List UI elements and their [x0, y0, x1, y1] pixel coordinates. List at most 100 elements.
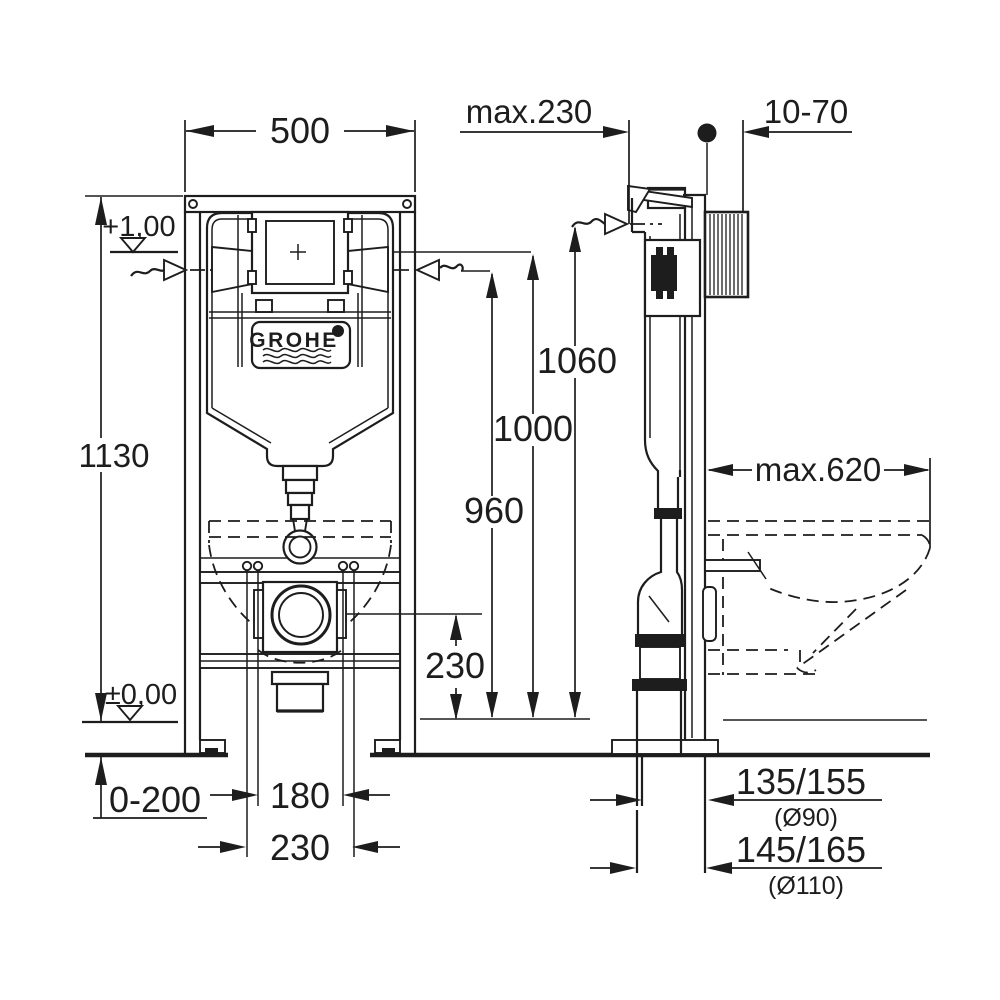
dim-line	[460, 120, 630, 224]
dim-line	[742, 120, 852, 212]
frame-rail-left	[183, 212, 202, 753]
dim-max-depth-label: max.230	[466, 93, 593, 130]
level-triangle-icon	[118, 237, 148, 254]
dim-plate-center-height-label: 1000	[493, 408, 573, 449]
anchor-left	[205, 748, 218, 753]
drain-stub-body	[275, 682, 325, 713]
valve-tab	[667, 247, 674, 256]
flush-pipe-front	[281, 464, 319, 565]
plate-clip	[343, 270, 353, 285]
logo-wave-icon	[262, 347, 332, 353]
flush-plate-bracket-side	[627, 184, 693, 234]
logo-wave-icon	[262, 359, 332, 365]
level-triangle-icon	[115, 705, 145, 722]
bowl-dashed-back-side	[708, 539, 818, 675]
arrow-icon	[450, 614, 462, 640]
wall-hatch-lines	[709, 214, 743, 295]
dim-drain-offset-90-label: 135/155	[736, 761, 866, 802]
flush-pipe-seg	[286, 491, 314, 507]
dim-drain-height-label: 230	[425, 645, 485, 686]
rod-nut	[337, 560, 349, 572]
frame-hole-left	[188, 199, 198, 209]
dim-max-bowl-depth-label: max.620	[755, 451, 882, 488]
supply-squiggle-right	[439, 263, 464, 272]
arrow-icon	[352, 841, 378, 853]
arrow-icon	[904, 464, 930, 476]
logo-wave-icon	[262, 353, 332, 359]
arrow-icon	[569, 226, 581, 252]
arrow-icon	[569, 692, 581, 718]
brand-text: GROHE	[249, 329, 339, 352]
pipe-upper	[656, 477, 680, 508]
dim-bolt-spacing: 180	[210, 775, 390, 816]
drain-bracket-tab	[336, 589, 347, 639]
water-supply-symbol-side	[571, 212, 662, 236]
supply-dot-icon	[697, 123, 717, 143]
level-marker-upper: +1,00	[102, 211, 176, 254]
frame-hole-right	[402, 199, 412, 209]
dim-floor-buildup-label: 0-200	[109, 779, 201, 820]
dim-drain-offset-90: 135/155 (Ø90)	[590, 761, 882, 832]
elbow-outline	[636, 565, 684, 634]
wall-section	[703, 210, 750, 299]
bowl-dashed-outlet	[257, 649, 343, 664]
supply-point	[697, 123, 717, 195]
dim-drain-offset-110: 145/165 (Ø110)	[590, 829, 882, 900]
cistern-side	[643, 214, 702, 477]
bowl-dashed-top-side	[708, 520, 931, 549]
level-marker-zero: ±0,00	[105, 679, 177, 722]
arrow-icon	[527, 254, 539, 280]
arrow-icon	[95, 693, 107, 721]
arrow-icon	[343, 789, 369, 801]
foot-plate-side	[611, 739, 719, 755]
arrow-icon	[527, 692, 539, 718]
datum-lines	[82, 195, 930, 758]
dim-drain-height: 230	[425, 614, 485, 720]
flush-housing-lines	[237, 215, 363, 367]
arrow-icon	[707, 464, 733, 476]
pipe-below-floor	[635, 755, 707, 873]
frame-top-bar	[183, 194, 417, 214]
dim-bolt-spacing-label: 180	[270, 775, 330, 816]
wall-bracket-tab	[702, 586, 717, 642]
elbow-inner-line	[648, 595, 670, 623]
flush-bend-inner	[288, 535, 312, 559]
arrow-icon	[486, 272, 498, 298]
threaded-rods	[241, 560, 360, 857]
arrow-icon	[232, 789, 258, 801]
tank-clip-left	[255, 299, 273, 313]
flush-plate-front	[247, 210, 353, 295]
supply-arrow-icon	[414, 258, 440, 282]
drain-stub-flange	[270, 670, 330, 686]
rod-nut	[252, 560, 264, 572]
dim-fixing-spacing: 230	[198, 827, 400, 868]
dim-wall-thickness: 10-70	[742, 93, 852, 212]
arrow-icon	[220, 841, 246, 853]
rod-inner-pair	[257, 570, 344, 806]
arrow-icon	[706, 862, 732, 874]
rod-nut	[348, 560, 360, 572]
drain-front	[253, 580, 347, 713]
dim-frame-height: 1130	[79, 197, 149, 721]
dim-frame-top-height: 1060	[537, 226, 617, 718]
seal-band	[654, 508, 682, 519]
plate-clip	[247, 218, 257, 233]
arrow-icon	[603, 126, 629, 138]
seal-band	[632, 679, 687, 691]
mounting-rod-side	[704, 559, 761, 572]
flush-pipe-seg	[284, 478, 316, 495]
frame-rail-right	[398, 212, 417, 753]
plate-clip	[247, 270, 257, 285]
dim-frame-width-label: 500	[270, 110, 330, 151]
tank-clip-right	[327, 299, 345, 313]
dim-wall-thickness-label: 10-70	[764, 93, 848, 130]
pipe-mid	[659, 519, 679, 565]
arrow-icon	[743, 126, 769, 138]
rod-nut	[241, 560, 253, 572]
supply-squiggle-left	[130, 268, 165, 277]
flush-pipe-seg	[281, 464, 319, 482]
fill-valve-icon	[651, 255, 677, 291]
front-view: GROHE	[130, 194, 464, 857]
dim-drain-dia-90-label: (Ø90)	[774, 804, 838, 832]
bowl-outline-side	[704, 520, 931, 675]
